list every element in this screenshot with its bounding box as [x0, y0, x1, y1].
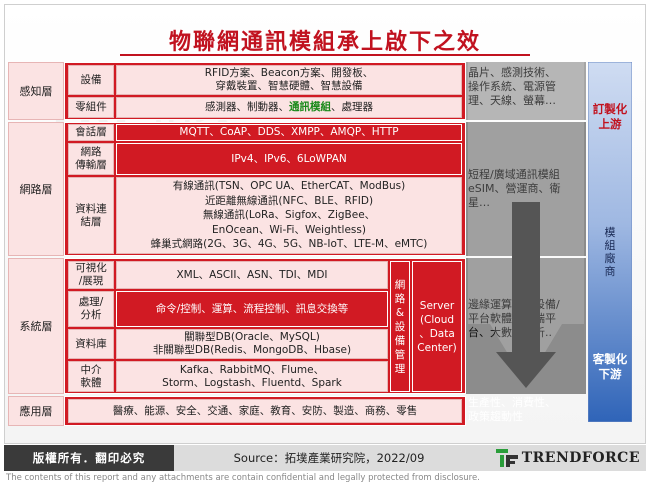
vendor-char: 組: [604, 239, 616, 252]
middleware-line: Kafka、RabbitMQ、Flume、: [179, 363, 325, 376]
upstream-line: 訂製化: [592, 102, 628, 116]
upstream-line: 上游: [598, 117, 622, 131]
db-label: 資料庫: [68, 329, 114, 359]
category-system: 系統層: [8, 258, 64, 394]
note-line: 理、天線、螢幕…: [468, 94, 594, 108]
category-perception: 感知層: [8, 62, 64, 120]
link-label: 資料連 結層: [68, 177, 114, 254]
comm-module-highlight: 通訊模組: [289, 101, 331, 113]
vis-label-line: 可視化: [75, 262, 107, 274]
vendor-char: 模: [604, 226, 616, 239]
application-note: 生產性、消費性、 政策趨動性: [468, 396, 594, 424]
link-line: EnOcean、Wi-Fi、Weightless): [212, 223, 366, 236]
note-line: 生產性、消費性、: [468, 396, 556, 409]
downstream-line: 客製化: [592, 352, 628, 366]
module-vendor-label: 模 組 廠 商: [600, 226, 620, 278]
session-content: MQTT、CoAP、DDS、XMPP、AMQP、HTTP: [116, 124, 462, 141]
category-application: 應用層: [8, 396, 64, 426]
middleware-line: Storm、Logstash、Fluentd、Spark: [162, 376, 342, 389]
link-line: 無線通訊(LoRa、Sigfox、ZigBee、: [202, 209, 376, 222]
mgmt-char: &: [395, 306, 405, 319]
vis-label-line: /展現: [78, 275, 104, 287]
note-line: eSIM、營運商、衛: [468, 182, 594, 196]
transport-label-line: 傳輸層: [75, 159, 107, 171]
downstream-label: 客製化 下游: [588, 352, 632, 382]
vendor-char: 廠: [604, 252, 616, 265]
vendor-char: 商: [604, 265, 616, 278]
middleware-label: 中介 軟體: [68, 361, 114, 392]
application-content: 醫療、能源、安全、交通、家庭、教育、安防、製造、商務、零售: [68, 399, 462, 423]
mgmt-char: 管: [394, 348, 406, 361]
server-line: (Cloud: [419, 313, 455, 326]
transport-label: 網路 傳輸層: [68, 143, 114, 175]
server-line: Center): [417, 341, 457, 354]
trendforce-logo-text: TRENDFORCE: [521, 450, 640, 466]
note-line: 星…: [468, 196, 594, 210]
note-line: 晶片、感測技術、: [468, 66, 594, 80]
mgmt-char: 理: [394, 362, 406, 375]
category-network: 網路層: [8, 122, 64, 256]
footer: 版權所有．翻印必究 Source：拓墣產業研究院，2022/09 TRENDFO…: [4, 445, 646, 471]
link-label-line: 資料連: [75, 202, 107, 215]
proc-label-line: 分析: [80, 309, 102, 321]
server-line: Server: [419, 299, 455, 312]
transport-label-line: 網路: [80, 146, 102, 158]
mgmt-char: 網: [394, 278, 406, 291]
devices-content: RFID方案、Beacon方案、開發板、 穿戴裝置、智慧硬體、智慧設備: [116, 65, 462, 95]
db-line: 非關聯型DB(Redis、MongoDB、Hbase): [152, 344, 352, 356]
link-line: 蜂巢式網路(2G、3G、4G、5G、NB-IoT、LTE-M、eMTC): [150, 238, 428, 251]
upstream-note: 晶片、感測技術、 操作系統、電源管 理、天線、螢幕…: [468, 66, 594, 108]
midstream-note: 短程/廣域通訊模組 eSIM、營運商、衛 星…: [468, 168, 594, 210]
mgmt-char: 備: [394, 334, 406, 347]
parts-text: 感測器、制動器、: [205, 101, 289, 113]
disclaimer: The contents of this report and any atta…: [6, 473, 480, 483]
proc-label-line: 處理/: [78, 296, 104, 308]
parts-content: 感測器、制動器、 通訊模組 、處理器: [116, 97, 462, 118]
middleware-label-line: 中介: [80, 363, 102, 376]
down-flow-arrow: [468, 62, 584, 388]
note-line: 操作系統、電源管: [468, 80, 594, 94]
server-line: 、Data: [419, 327, 455, 340]
title-underline: [120, 54, 530, 56]
devices-line: 穿戴裝置、智慧硬體、智慧設備: [215, 80, 363, 92]
middleware-content: Kafka、RabbitMQ、Flume、 Storm、Logstash、Flu…: [116, 361, 388, 392]
transport-content: IPv4、IPv6、6LoWPAN: [116, 143, 462, 175]
parts-text: 、處理器: [331, 101, 373, 113]
devices-label: 設備: [68, 65, 114, 95]
mgmt-char: 設: [394, 320, 406, 333]
link-line: 有線通訊(TSN、OPC UA、EtherCAT、ModBus): [172, 180, 406, 193]
note-line: 短程/廣域通訊模組: [468, 168, 594, 182]
session-label: 會話層: [68, 124, 114, 141]
link-content: 有線通訊(TSN、OPC UA、EtherCAT、ModBus) 近距離無線通訊…: [116, 177, 462, 254]
upstream-label: 訂製化 上游: [588, 102, 632, 132]
link-label-line: 結層: [80, 215, 102, 228]
vis-content: XML、ASCII、ASN、TDI、MDI: [116, 261, 388, 289]
downstream-line: 下游: [598, 367, 622, 381]
devices-line: RFID方案、Beacon方案、開發板、: [204, 67, 374, 79]
parts-label: 零組件: [68, 97, 114, 118]
proc-content: 命令/控制、運算、流程控制、訊息交換等: [116, 291, 388, 327]
upstream-panel: [466, 62, 586, 120]
note-line: 政策趨動性: [468, 410, 523, 423]
link-line: 近距離無線通訊(NFC、BLE、RFID): [204, 194, 374, 207]
db-content: 關聯型DB(Oracle、MySQL) 非關聯型DB(Redis、MongoDB…: [116, 329, 388, 359]
value-chain-arrow: [588, 62, 632, 422]
network-device-mgmt: 網 路 & 設 備 管 理: [390, 261, 410, 392]
middleware-label-line: 軟體: [80, 376, 102, 389]
proc-label: 處理/ 分析: [68, 291, 114, 327]
mgmt-char: 路: [394, 292, 406, 305]
copyright-label: 版權所有．翻印必究: [4, 445, 174, 471]
vis-label: 可視化 /展現: [68, 261, 114, 289]
server-cloud: Server (Cloud 、Data Center): [412, 261, 462, 392]
trendforce-logo: TRENDFORCE: [495, 447, 640, 469]
page-title: 物聯網通訊模組承上啟下之效: [168, 29, 481, 55]
db-line: 關聯型DB(Oracle、MySQL): [184, 331, 320, 343]
trendforce-logo-icon: [495, 449, 518, 467]
source-label: Source：拓墣產業研究院，2022/09: [233, 451, 425, 465]
